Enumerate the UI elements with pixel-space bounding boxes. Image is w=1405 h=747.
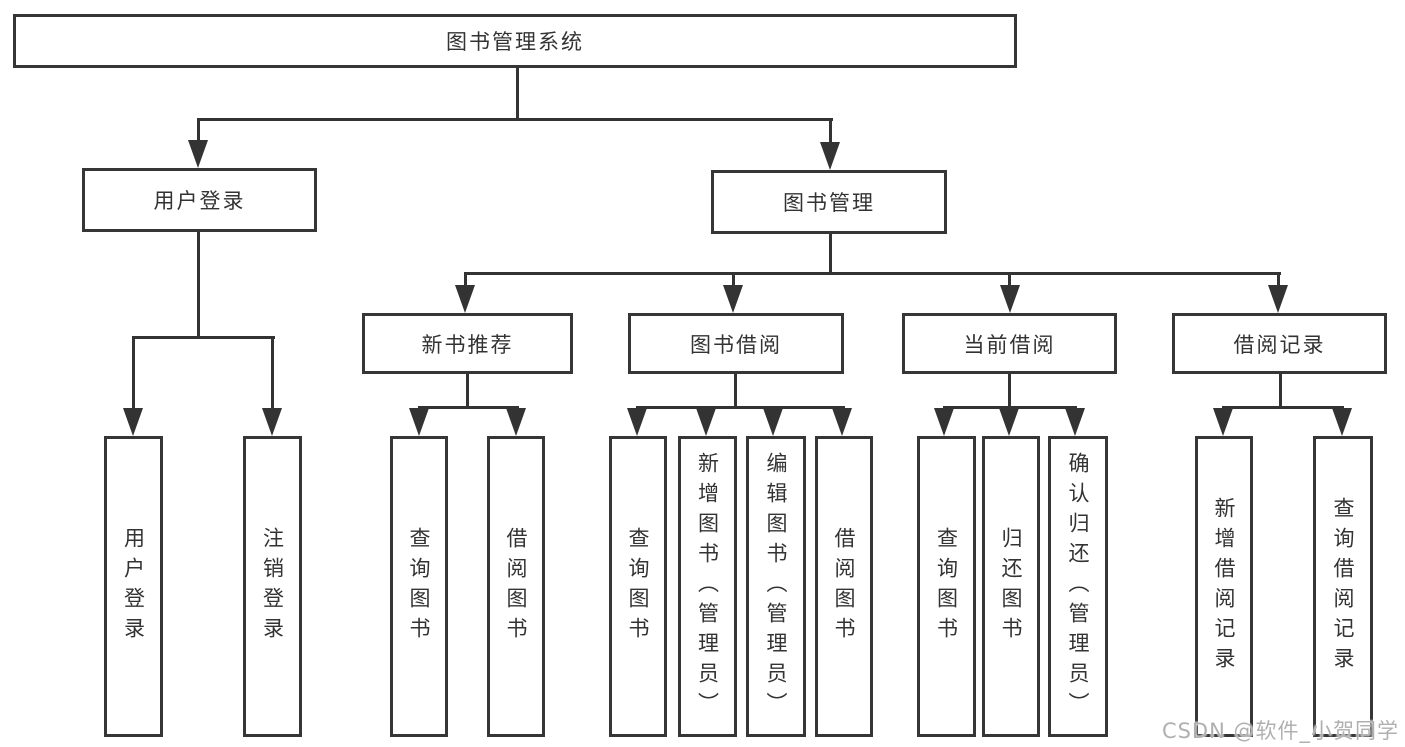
arrow-down-icon xyxy=(1268,285,1288,313)
node-user-login: 用户登录 xyxy=(82,168,317,232)
connector-line xyxy=(829,234,832,274)
connector-line xyxy=(132,336,275,339)
leaf-return-book: 归还图书 xyxy=(982,436,1040,737)
arrow-down-icon xyxy=(1000,285,1020,313)
arrow-down-icon xyxy=(696,408,716,436)
leaf-add-borrow-record: 新增借阅记录 xyxy=(1195,436,1253,737)
leaf-confirm-return-admin: 确认归还（管理员） xyxy=(1048,436,1108,737)
arrow-down-icon xyxy=(123,408,143,436)
connector-line xyxy=(732,272,735,288)
connector-line xyxy=(418,406,519,409)
node-borrowing-records: 借阅记录 xyxy=(1172,313,1387,374)
connector-line xyxy=(1277,272,1280,288)
arrow-down-icon xyxy=(934,408,954,436)
connector-line xyxy=(197,232,200,338)
arrow-down-icon xyxy=(1213,408,1233,436)
node-book-management: 图书管理 xyxy=(711,170,947,234)
connector-line xyxy=(464,272,1281,275)
leaf-query-books: 查询图书 xyxy=(609,436,667,737)
connector-line xyxy=(1222,406,1344,409)
connector-line xyxy=(466,373,469,409)
leaf-edit-book-admin: 编辑图书（管理员） xyxy=(746,436,806,737)
arrow-down-icon xyxy=(409,408,429,436)
arrow-down-icon xyxy=(763,408,783,436)
watermark: CSDN @软件_小贺同学 xyxy=(1161,719,1399,743)
arrow-down-icon xyxy=(506,408,526,436)
connector-line xyxy=(636,406,845,409)
arrow-down-icon xyxy=(832,408,852,436)
connector-line xyxy=(1008,373,1011,409)
node-book-borrowing: 图书借阅 xyxy=(628,313,844,374)
connector-line xyxy=(1008,272,1011,288)
arrow-down-icon xyxy=(455,285,475,313)
connector-line xyxy=(197,118,200,144)
leaf-query-books: 查询图书 xyxy=(917,436,976,737)
arrow-down-icon xyxy=(627,408,647,436)
connector-line xyxy=(943,406,1077,409)
node-root: 图书管理系统 xyxy=(13,14,1017,68)
arrow-down-icon xyxy=(262,408,282,436)
leaf-query-borrow-record: 查询借阅记录 xyxy=(1313,436,1373,737)
leaf-add-book-admin: 新增图书（管理员） xyxy=(678,436,737,737)
arrow-down-icon xyxy=(723,285,743,313)
connector-line xyxy=(734,373,737,409)
leaf-query-books: 查询图书 xyxy=(390,436,448,737)
connector-line xyxy=(197,118,833,121)
connector-line xyxy=(1279,373,1282,409)
arrow-down-icon xyxy=(188,140,208,168)
leaf-borrow-books: 借阅图书 xyxy=(815,436,873,737)
node-new-book-recommendation: 新书推荐 xyxy=(362,313,573,374)
arrow-down-icon xyxy=(1332,408,1352,436)
connector-line xyxy=(464,272,467,288)
arrow-down-icon xyxy=(999,408,1019,436)
leaf-user-login: 用户登录 xyxy=(104,436,163,737)
connector-line xyxy=(829,118,832,146)
connector-line xyxy=(132,336,135,410)
node-current-borrowing: 当前借阅 xyxy=(902,313,1117,374)
leaf-logout: 注销登录 xyxy=(243,436,302,737)
connector-line xyxy=(516,68,519,120)
arrow-down-icon xyxy=(820,142,840,170)
leaf-borrow-books: 借阅图书 xyxy=(487,436,545,737)
arrow-down-icon xyxy=(1065,408,1085,436)
connector-line xyxy=(271,336,274,410)
